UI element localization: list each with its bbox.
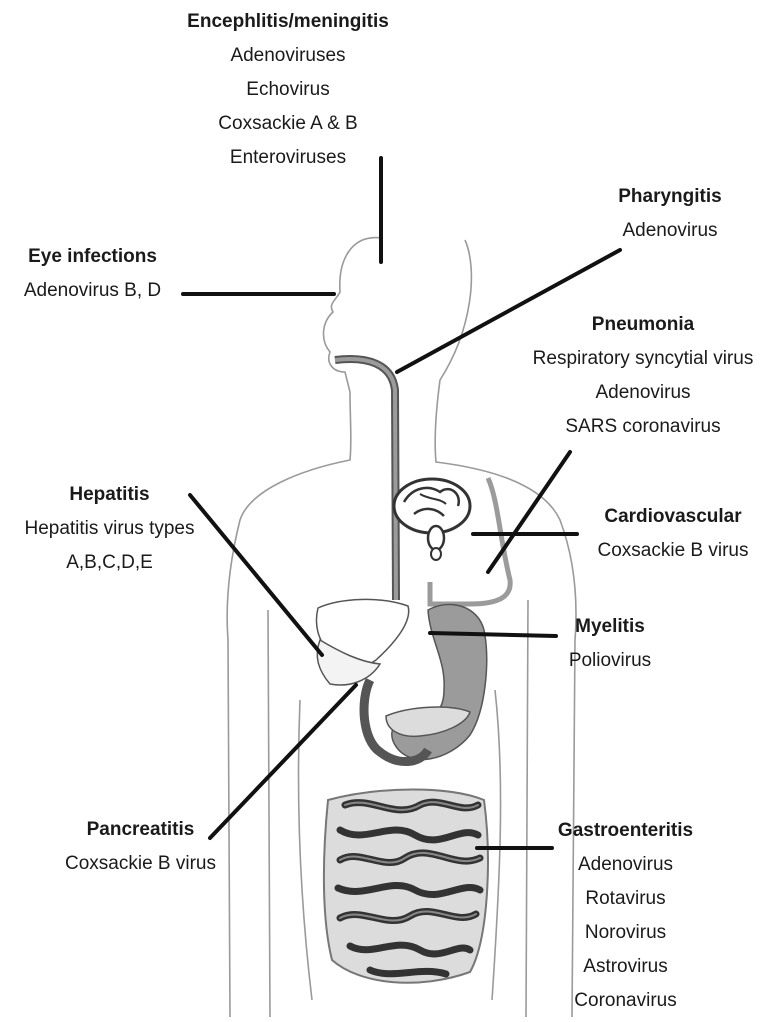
gastroenteritis-item: Coronavirus <box>538 984 713 1018</box>
pancreatitis-title: Pancreatitis <box>48 813 233 847</box>
label-pharyngitis: Pharyngitis Adenovirus <box>575 180 765 248</box>
pneumonia-item: SARS coronavirus <box>513 410 773 444</box>
encephalitis-title: Encephlitis/meningitis <box>178 5 398 39</box>
gastroenteritis-item: Norovirus <box>538 916 713 950</box>
label-myelitis: Myelitis Poliovirus <box>555 610 665 678</box>
gastroenteritis-title: Gastroenteritis <box>538 814 713 848</box>
pneumonia-item: Adenovirus <box>513 376 773 410</box>
gastroenteritis-item: Rotavirus <box>538 882 713 916</box>
pharyngitis-title: Pharyngitis <box>575 180 765 214</box>
hepatitis-title: Hepatitis <box>2 478 217 512</box>
pneumonia-title: Pneumonia <box>513 308 773 342</box>
esophagus-inner <box>335 359 396 600</box>
torso-lower-right <box>492 690 501 1000</box>
leader-pneumonia <box>488 452 570 572</box>
hepatitis-item: Hepatitis virus types <box>2 512 217 546</box>
myelitis-item: Poliovirus <box>555 644 665 678</box>
gastroenteritis-item: Astrovirus <box>538 950 713 984</box>
label-hepatitis: Hepatitis Hepatitis virus types A,B,C,D,… <box>2 478 217 580</box>
label-pneumonia: Pneumonia Respiratory syncytial virus Ad… <box>513 308 773 444</box>
label-eye-infections: Eye infections Adenovirus B, D <box>5 240 180 308</box>
inner-arm-right <box>526 600 528 1017</box>
eye-infections-title: Eye infections <box>5 240 180 274</box>
eye-infections-item: Adenovirus B, D <box>5 274 180 308</box>
myelitis-title: Myelitis <box>555 610 665 644</box>
cardiovascular-title: Cardiovascular <box>578 500 768 534</box>
brain-icon <box>394 479 470 560</box>
encephalitis-item: Enteroviruses <box>178 141 398 175</box>
label-pancreatitis: Pancreatitis Coxsackie B virus <box>48 813 233 881</box>
gastroenteritis-item: Adenovirus <box>538 848 713 882</box>
esophagus <box>335 359 396 600</box>
pneumonia-item: Respiratory syncytial virus <box>513 342 773 376</box>
pancreatitis-item: Coxsackie B virus <box>48 847 233 881</box>
label-encephalitis: Encephlitis/meningitis Adenoviruses Echo… <box>178 5 398 175</box>
label-gastroenteritis: Gastroenteritis Adenovirus Rotavirus Nor… <box>538 814 713 1018</box>
inner-arm-left <box>268 610 270 1017</box>
label-cardiovascular: Cardiovascular Coxsackie B virus <box>578 500 768 568</box>
pharyngitis-item: Adenovirus <box>575 214 765 248</box>
encephalitis-item: Coxsackie A & B <box>178 107 398 141</box>
encephalitis-item: Adenoviruses <box>178 39 398 73</box>
cardiovascular-item: Coxsackie B virus <box>578 534 768 568</box>
encephalitis-item: Echovirus <box>178 73 398 107</box>
hepatitis-item: A,B,C,D,E <box>2 546 217 580</box>
